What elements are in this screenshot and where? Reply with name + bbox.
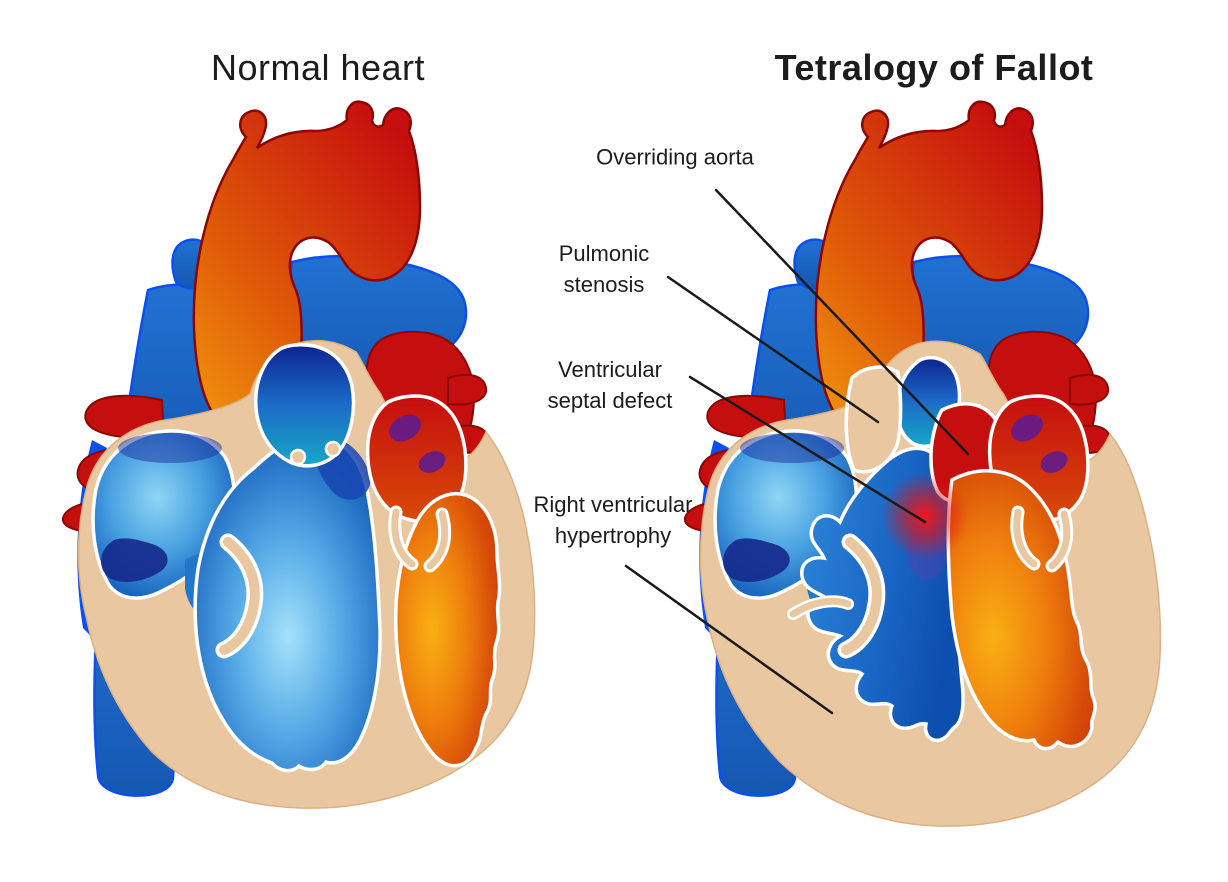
leader-line-ventricular-septal-defect — [688, 375, 927, 524]
left-figure-title: Normal heart — [210, 47, 426, 88]
right-figure-title: Tetralogy of Fallot — [774, 47, 1094, 88]
moderator-band — [787, 595, 854, 620]
normal-heart-figure — [61, 100, 536, 809]
pulmonic-valve-leaflet — [289, 448, 307, 466]
label-overriding-aorta: Overriding aorta — [596, 144, 754, 170]
left-pulmonary-vein — [1069, 373, 1110, 406]
leader-line-pulmonic-stenosis — [666, 275, 880, 424]
leader-line-overriding-aorta — [714, 188, 970, 456]
tricuspid-valve — [837, 533, 886, 659]
left-pulmonary-vein — [447, 373, 488, 406]
label-pulmonic-stenosis: Pulmonic stenosis — [558, 241, 650, 297]
right-atrium-shadow — [740, 433, 844, 463]
leader-line-right-ventricular-hypertrophy — [624, 564, 834, 715]
leader-lines — [624, 188, 970, 715]
mitral-leaflet-shadow — [389, 414, 421, 442]
tricuspid-valve — [215, 533, 264, 659]
mitral-leaflet-shadow — [1040, 451, 1068, 473]
pulmonic-valve-leaflet — [324, 440, 342, 458]
mitral-leaflet-shadow — [1011, 414, 1043, 442]
tof-heart-figure — [683, 100, 1162, 827]
mitral-valve — [1010, 505, 1074, 573]
ventricular-septal-defect-glow — [881, 472, 969, 560]
left-ventricle — [393, 491, 502, 768]
left-ventricle — [946, 469, 1097, 751]
label-right-ventricular-hypertrophy: Right ventricular hypertrophy — [533, 492, 693, 548]
label-ventricular-septal-defect: Ventricular septal defect — [547, 357, 673, 413]
mitral-leaflet-shadow — [418, 451, 446, 473]
right-atrium-shadow — [118, 433, 222, 463]
mitral-valve — [388, 505, 452, 573]
